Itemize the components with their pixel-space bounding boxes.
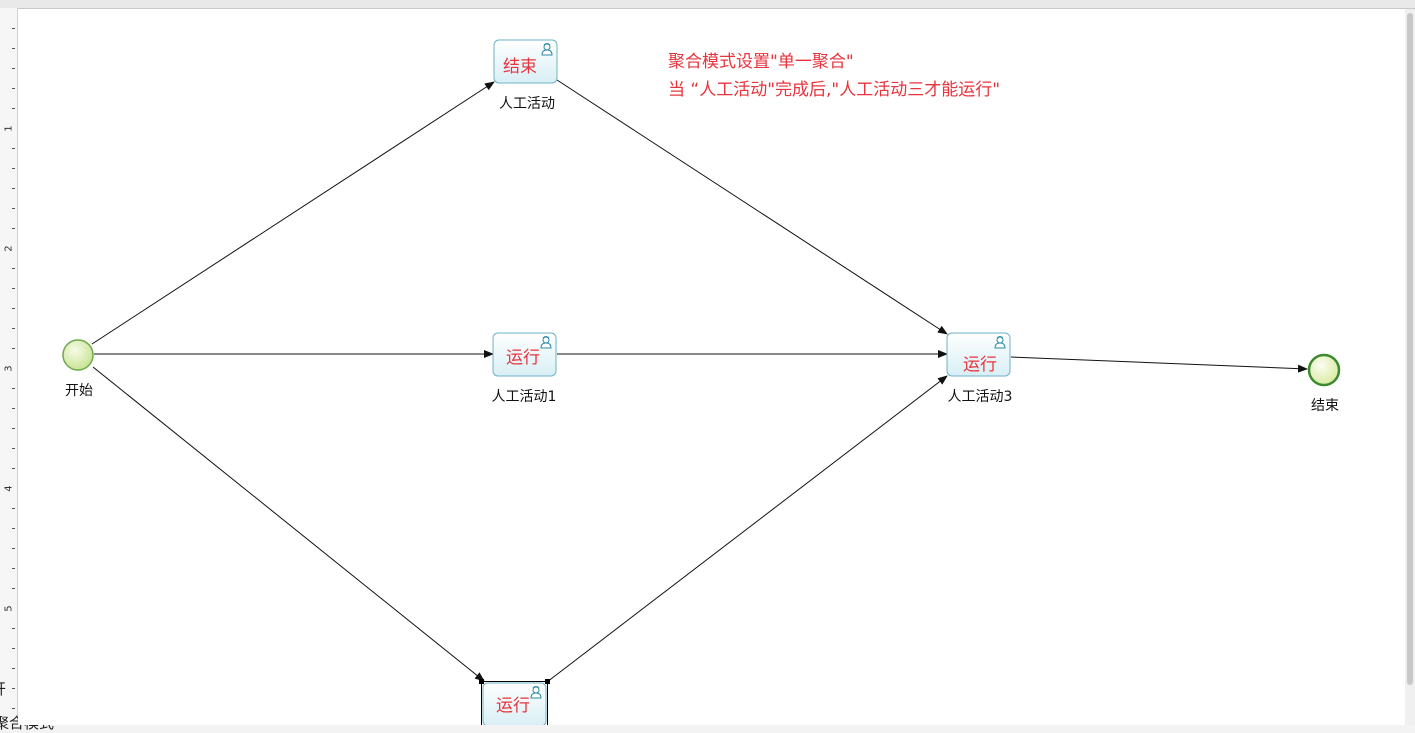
task1-text: 运行 [506, 348, 540, 368]
start-event-label: 开始 [65, 383, 93, 399]
user-task-icon [541, 43, 553, 56]
task-bottom-text: 运行 [496, 696, 530, 716]
user-task-1[interactable]: 运行 人工活动1 [492, 332, 557, 405]
vertical-scrollbar[interactable] [1405, 9, 1415, 725]
task3-text: 运行 [963, 355, 997, 375]
start-event-icon [62, 339, 94, 371]
annotation-line-1: 聚合模式设置"单一聚合" [668, 52, 854, 72]
flow-task-bottom-to-task3[interactable] [546, 375, 948, 683]
flow-start-to-task-bottom[interactable] [92, 366, 485, 682]
flow-task-top-to-task3[interactable] [556, 79, 948, 335]
task-top-label: 人工活动 [499, 96, 555, 112]
task-top-text: 结束 [503, 57, 537, 77]
user-task-icon [530, 686, 542, 699]
task1-label: 人工活动1 [492, 389, 557, 405]
annotation-line-2: 当 “人工活动"完成后,"人工活动三才能运行" [668, 80, 1000, 100]
vertical-ruler: 1 2 3 4 5 [0, 8, 18, 725]
start-event[interactable]: 开始 [62, 339, 94, 399]
end-event-label: 结束 [1311, 398, 1339, 414]
selection-handle[interactable] [545, 679, 550, 684]
scrollbar-thumb[interactable] [1407, 13, 1413, 685]
flow-start-to-task-top[interactable] [91, 81, 495, 345]
user-task-top[interactable]: 结束 人工活动 [493, 39, 558, 112]
top-toolbar-strip [0, 0, 1415, 9]
flow-task3-to-end[interactable] [1010, 356, 1308, 373]
selection-handle[interactable] [479, 679, 484, 684]
user-task-icon [540, 336, 552, 349]
user-task-bottom[interactable]: 运行 [479, 679, 550, 725]
left-edge-text-a: 开 [0, 678, 6, 699]
end-event[interactable]: 结束 [1307, 353, 1341, 414]
end-event-icon [1307, 353, 1341, 387]
user-task-3[interactable]: 运行 人工活动3 [946, 332, 1013, 405]
diagram-canvas[interactable] [18, 9, 1405, 725]
user-task-icon [994, 336, 1006, 349]
task3-label: 人工活动3 [948, 389, 1013, 405]
